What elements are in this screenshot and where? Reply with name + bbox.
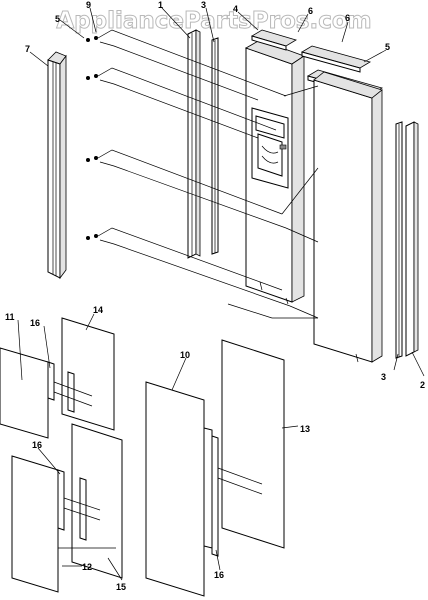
strip-part-3-right bbox=[395, 121, 403, 359]
panel-part-12 bbox=[11, 455, 59, 593]
callout-15: 15 bbox=[116, 582, 126, 592]
watermark: AppliancePartsPros.com bbox=[56, 8, 371, 34]
callout-11: 11 bbox=[5, 312, 15, 322]
callout-5-left: 5 bbox=[55, 14, 60, 24]
callout-13: 13 bbox=[300, 424, 310, 434]
callout-6-left: 6 bbox=[308, 6, 313, 16]
screw-icon bbox=[86, 36, 98, 240]
callout-9: 9 bbox=[86, 0, 91, 10]
gasket-strip-part-1 bbox=[187, 29, 201, 259]
panel-group-lower-left bbox=[11, 423, 123, 593]
callout-leaders bbox=[17, 7, 425, 581]
panel-part-11 bbox=[0, 347, 49, 439]
trim-part-16-a bbox=[47, 361, 55, 401]
assembly-lines bbox=[97, 29, 319, 319]
panel-part-13 bbox=[221, 339, 285, 549]
callout-16-lower: 16 bbox=[214, 570, 224, 580]
trim-strip-part-7 bbox=[47, 51, 67, 280]
panel-part-10 bbox=[145, 381, 205, 597]
callout-3-right: 3 bbox=[381, 372, 386, 382]
panel-group-upper-left bbox=[0, 317, 115, 439]
callout-10: 10 bbox=[180, 350, 190, 360]
fresh-food-door bbox=[313, 71, 383, 363]
callout-16-upper: 16 bbox=[30, 318, 40, 328]
panel-group-lower-right bbox=[145, 339, 285, 597]
callout-16-middle: 16 bbox=[32, 440, 42, 450]
gasket-strip-part-2 bbox=[405, 121, 419, 357]
callout-1: 1 bbox=[158, 0, 163, 10]
freezer-door bbox=[245, 39, 305, 305]
trim-part-16-c bbox=[203, 427, 213, 549]
callout-5-right: 5 bbox=[385, 42, 390, 52]
trim-part-16-b bbox=[57, 469, 65, 531]
dispenser-icon bbox=[251, 107, 289, 189]
strip-part-3-left bbox=[211, 37, 219, 255]
callout-4: 4 bbox=[233, 4, 238, 14]
callout-2: 2 bbox=[420, 380, 425, 390]
callout-6-right: 6 bbox=[345, 13, 350, 23]
hinge-plate-left bbox=[251, 29, 297, 51]
callout-7: 7 bbox=[25, 44, 30, 54]
callout-14: 14 bbox=[93, 305, 103, 315]
callout-labels: 1 3 4 6 6 5 5 9 7 3 2 11 14 16 16 10 13 … bbox=[5, 0, 425, 592]
panel-part-14 bbox=[61, 317, 115, 431]
callout-3-top: 3 bbox=[201, 0, 206, 10]
callout-12: 12 bbox=[82, 562, 92, 572]
